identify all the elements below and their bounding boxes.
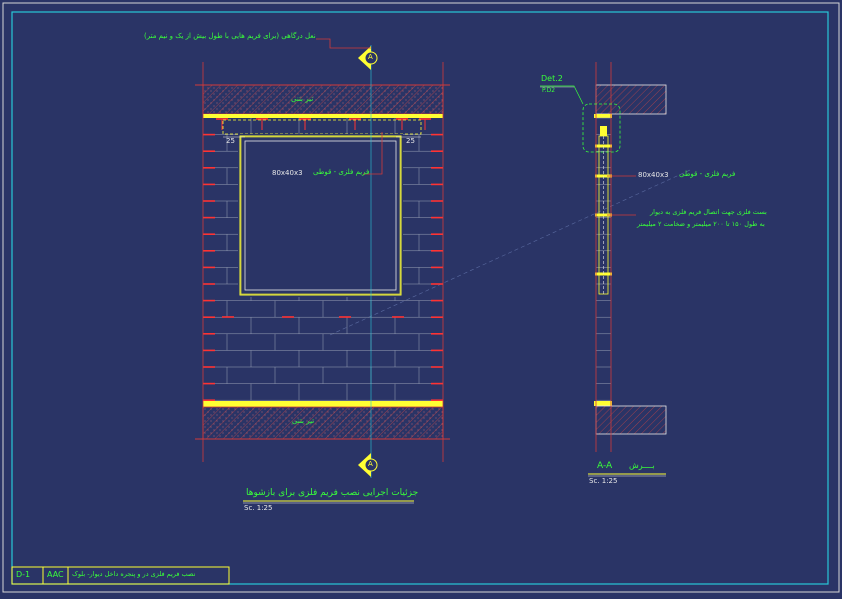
section-frame-size: 80x40x3 <box>638 171 669 179</box>
lintel-leader <box>316 38 371 49</box>
section-top-beam <box>595 84 667 115</box>
elevation-caption: جزئیات اجرایی نصب فریم فلزی برای بازشوها <box>246 488 419 498</box>
detail-sheet: P.D2 <box>542 87 556 94</box>
sheet-system: AAC <box>47 570 64 579</box>
steel-frame-mid <box>240 136 401 295</box>
section-frame-label: فریم فلزی - قوطی <box>679 170 736 178</box>
top-bearing-strip <box>203 114 443 118</box>
sheet-title: نصب فریم فلزی در و پنجره داخل دیوار- بلو… <box>72 570 196 578</box>
section-bottom-beam <box>595 405 667 435</box>
sheet-inner-border <box>11 11 829 585</box>
section-marker-bottom-label: A <box>368 460 373 468</box>
construction-line <box>329 169 691 336</box>
section-scale: Sc. 1:25 <box>589 477 618 485</box>
steel-frame-outer <box>239 135 402 296</box>
frame-leader <box>363 132 383 175</box>
detail-leader <box>540 85 584 105</box>
section-title: A-A <box>597 461 613 471</box>
elevation-view <box>195 38 450 504</box>
lintel-note: نعل درگاهی (برای فریم هایی با طول بیش از… <box>144 32 316 40</box>
dim-right: 25 <box>406 137 415 145</box>
section-anchor-plate <box>595 213 612 217</box>
bottom-beam-fill <box>203 407 443 439</box>
section-marker-bottom <box>358 453 378 477</box>
frame-label: فریم فلزی - قوطی <box>313 168 370 176</box>
detail-ref: Det.2 <box>541 74 563 83</box>
bottom-beam-label: تیر بتنی <box>292 417 315 425</box>
section-title-fa: بــــرش <box>629 461 655 470</box>
steel-frame-inner <box>244 140 397 291</box>
section-view <box>540 62 667 477</box>
section-frame-cap <box>600 126 607 136</box>
dim-left: 25 <box>226 137 235 145</box>
bottom-bearing-strip <box>203 401 443 407</box>
title-block <box>11 566 230 585</box>
sheet-code: D-1 <box>16 570 31 579</box>
section-marker-top <box>358 46 378 70</box>
lintel-outline <box>222 119 422 135</box>
opening-clear <box>238 134 403 297</box>
section-marker-top-label: A <box>368 53 373 61</box>
elevation-scale: Sc. 1:25 <box>244 504 273 512</box>
section-bottom-bearing <box>594 401 612 406</box>
section-top-bearing <box>594 114 612 118</box>
detail-callout-bubble <box>582 103 621 153</box>
title-block-frame <box>11 566 230 585</box>
top-beam-label: تیر بتنی <box>291 95 314 103</box>
section-block-stack <box>595 117 612 401</box>
anchor-note-line1: بست فلزی جهت اتصال فریم فلزی به دیوار <box>650 208 767 216</box>
frame-size: 80x40x3 <box>272 169 303 177</box>
anchor-note-line2: به طول ۱۵۰ تا ۲۰۰ میلیمتر و ضخامت ۲ میلی… <box>637 220 765 228</box>
top-beam-fill <box>203 85 443 114</box>
